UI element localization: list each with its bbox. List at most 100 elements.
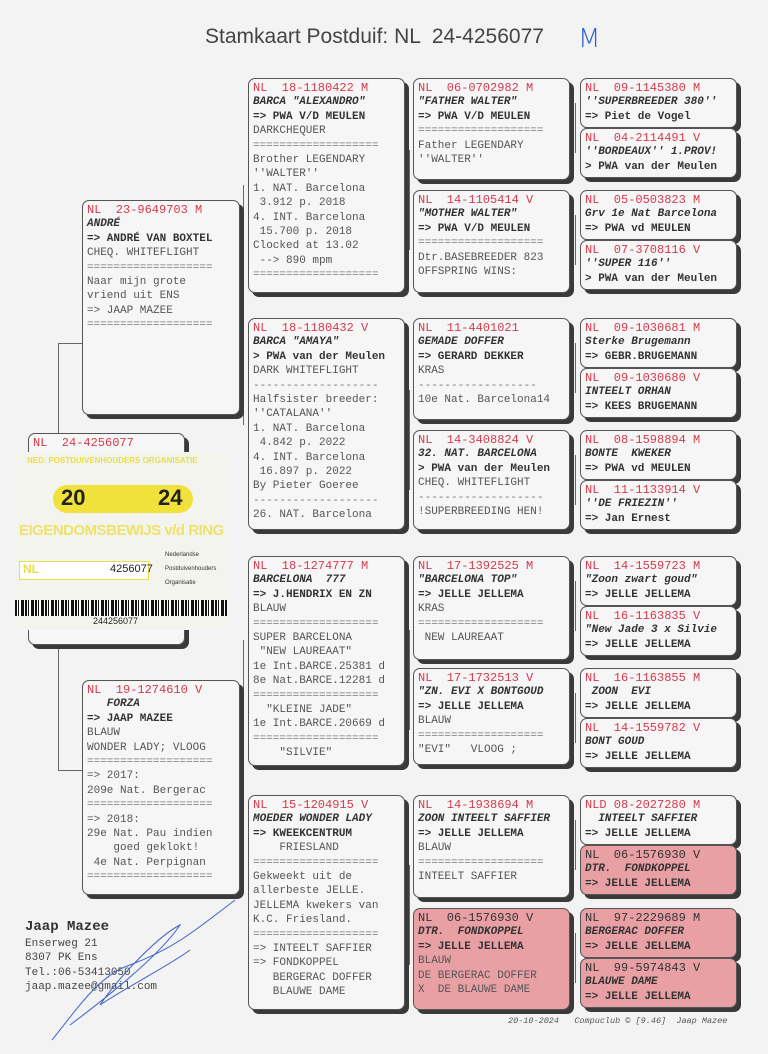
breeder: => JELLE JELLEMA: [418, 700, 524, 713]
separator: ===================: [87, 756, 213, 769]
connector-line: [243, 640, 244, 885]
ring-number: NLD 08-2027280 M: [585, 798, 701, 812]
note: 1. NAT. Barcelona: [253, 182, 366, 195]
ring-number: NL 06-0702982 M: [418, 81, 534, 95]
breeder: => JELLE JELLEMA: [585, 827, 691, 840]
pigeon-name: INTEELT ORHAN: [585, 386, 671, 399]
software-credit: Compuclub © [9.46] Jaap Mazee: [574, 1016, 728, 1026]
pigeon-name: "FATHER WALTER": [418, 96, 518, 109]
note: BLAUW: [418, 955, 452, 968]
pigeon-name: ''SUPER 116'': [585, 258, 671, 271]
pigeon-name: ZOON INTEELT SAFFIER: [418, 813, 551, 826]
owner-city: 8307 PK Ens: [25, 952, 98, 964]
connector-line: [58, 770, 82, 771]
separator: ===================: [253, 732, 379, 745]
note: K.C. Friesland.: [253, 914, 353, 927]
ring-number: NL 04-2114491 V: [585, 131, 701, 145]
ring-number: NL 06-1576930 V: [585, 848, 701, 862]
breeder: => KEES BRUGEMANN: [585, 400, 698, 413]
pedigree-card-gen5-9: NL 14-1559723 M"Zoon zwart goud"=> JELLE…: [580, 556, 737, 606]
note: DE BERGERAC DOFFER: [418, 969, 537, 982]
pedigree-card-gen5-10: NL 16-1163835 V"New Jade 3 x Silvie=> JE…: [580, 606, 737, 656]
ring-number: NL 09-1145380 M: [585, 81, 701, 95]
note: DARKCHEQUER: [253, 125, 326, 138]
note: 8e Nat.BARCE.12281 d: [253, 675, 386, 688]
npo-line-1: Nederlandse: [165, 552, 200, 558]
separator: -------------------: [253, 494, 379, 507]
connector-line: [575, 343, 576, 393]
breeder: => PWA V/D MEULEN: [418, 110, 531, 123]
breeder: => JELLE JELLEMA: [585, 990, 691, 1003]
separator: ===================: [418, 617, 544, 630]
note: 1e Int.BARCE.25381 d: [253, 660, 386, 673]
breeder: => GEBR.BRUGEMANN: [585, 350, 698, 363]
note: 4. INT. Barcelona: [253, 211, 366, 224]
pigeon-name: ''SUPERBREEDER 380'': [585, 96, 718, 109]
breeder: => GERARD DEKKER: [418, 350, 524, 363]
barcode-text: 244256077: [93, 616, 139, 626]
pedigree-card-gen4-2: NL 14-1105414 V"MOTHER WALTER"=> PWA V/D…: [413, 190, 570, 293]
note: 4e Nat. Perpignan: [87, 856, 206, 869]
pigeon-name: BERGERAC DOFFER: [585, 926, 685, 939]
connector-line: [575, 455, 576, 505]
pigeon-name: MOEDER WONDER LADY: [253, 813, 372, 826]
ring-number: NL 19-1274610 V: [87, 683, 203, 697]
ring-number: NL 18-1180432 V: [253, 321, 369, 335]
ring-number: NL 16-1163835 V: [585, 609, 701, 623]
npo-line-3: Organisatie: [165, 580, 196, 586]
owner-phone: Tel.:06-53413050: [25, 966, 131, 979]
pedigree-card-gen5-13: NLD 08-2027280 M INTEELT SAFFIER=> JELLE…: [580, 795, 737, 845]
ring-number: NL 97-2229689 M: [585, 911, 701, 925]
pigeon-name: ''BORDEAUX'' 1.PROV!: [585, 146, 718, 159]
connector-line: [58, 645, 59, 770]
pigeon-name: BONTE KWEKER: [585, 448, 671, 461]
pedigree-card-gen5-8: NL 11-1133914 V''DE FRIEZIN''=> Jan Erne…: [580, 480, 737, 530]
note: Clocked at 13.02: [253, 240, 359, 253]
ring-number: NL 17-1392525 M: [418, 559, 534, 573]
note: BLAUW: [418, 842, 452, 855]
note: BERGERAC DOFFER: [253, 971, 372, 984]
note: Dtr.BASEBREEDER 823: [418, 251, 544, 264]
connector-line: [575, 693, 576, 743]
note: SUPER BARCELONA: [253, 632, 353, 645]
ring-country: NL: [23, 562, 39, 576]
ring-number: NL 14-1559723 M: [585, 559, 701, 573]
breeder: => JELLE JELLEMA: [585, 940, 691, 953]
pigeon-name: BARCELONA 777: [253, 574, 346, 587]
ring-number: NL 15-1204915 V: [253, 798, 369, 812]
ring-number: NL 07-3708116 V: [585, 243, 701, 257]
note: => JAAP MAZEE: [87, 304, 173, 317]
ring-number: NL 18-1180422 M: [253, 81, 369, 95]
note: NEW LAUREAAT: [418, 632, 504, 645]
note: DARK WHITEFLIGHT: [253, 365, 359, 378]
separator: ===================: [253, 856, 379, 869]
breeder: => JELLE JELLEMA: [585, 750, 691, 763]
breeder: > PWA van der Meulen: [585, 272, 718, 285]
connector-line: [58, 343, 82, 344]
breeder: => PWA vd MEULEN: [585, 462, 691, 475]
ring-number: NL 09-1030681 M: [585, 321, 701, 335]
note: FRIESLAND: [253, 842, 339, 855]
breeder: => KWEEKCENTRUM: [253, 827, 353, 840]
connector-line: [409, 390, 410, 490]
note: Halfsister breeder:: [253, 394, 379, 407]
note: By Pieter Goeree: [253, 480, 359, 493]
pigeon-name: ZOON EVI: [585, 686, 652, 699]
note: 10e Nat. Barcelona14: [418, 394, 551, 407]
note: "SILVIE": [253, 747, 333, 760]
pigeon-name: Grv 1e Nat Barcelona: [585, 208, 718, 221]
note: 15.700 p. 2018: [253, 226, 353, 239]
note: KRAS: [418, 365, 445, 378]
note: 1e Int.BARCE.20669 d: [253, 718, 386, 731]
pigeon-name: "New Jade 3 x Silvie: [585, 624, 718, 637]
pigeon-name: GEMADE DOFFER: [418, 336, 504, 349]
breeder: => JELLE JELLEMA: [418, 827, 524, 840]
